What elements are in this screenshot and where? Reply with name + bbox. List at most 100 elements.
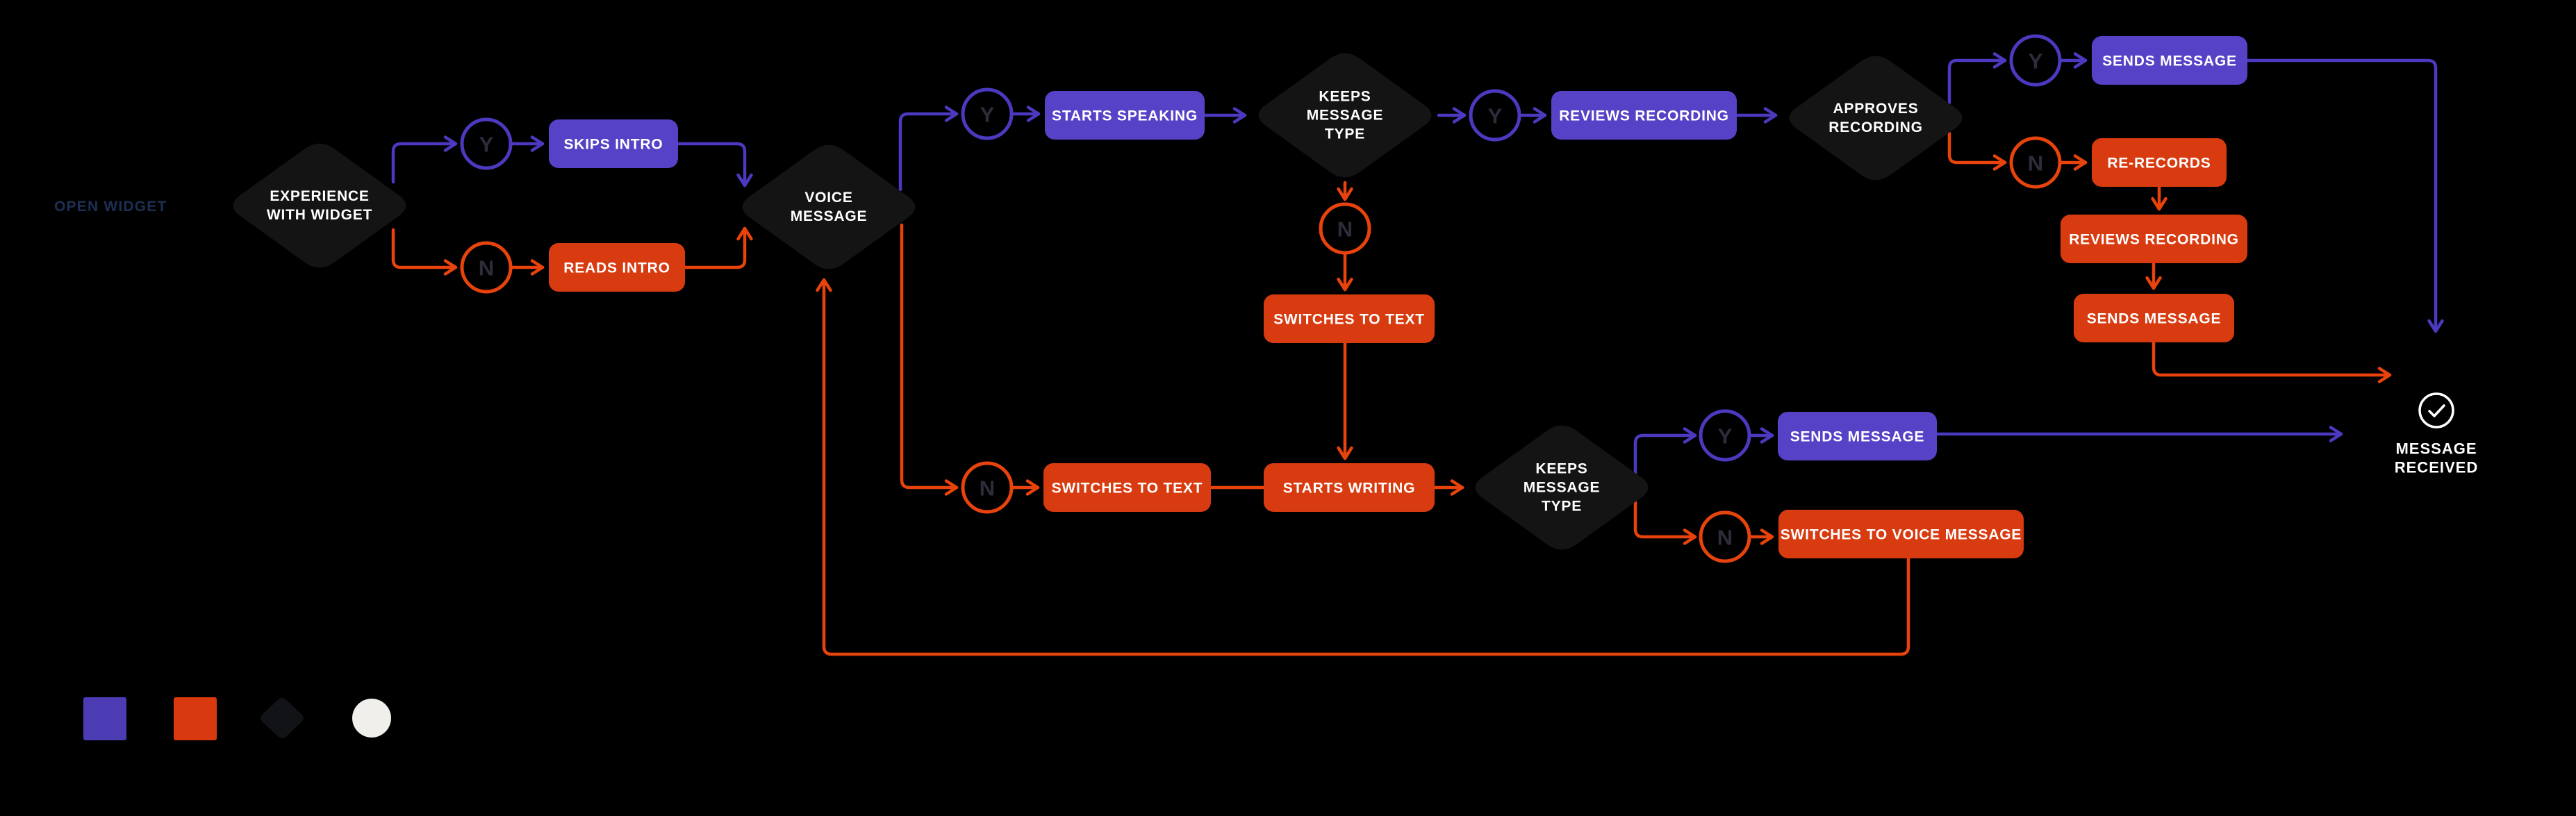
edge-n-to-re-records (2058, 154, 2088, 171)
starts-writing-box: STARTS WRITING (1264, 463, 1435, 512)
diamond-label: APPROVES (1833, 101, 1918, 117)
edge-re-records-to-reviews (2151, 185, 2168, 211)
box-label: SENDS MESSAGE (2102, 53, 2237, 69)
decision-letter: Y (2029, 49, 2043, 74)
end-label: RECEIVED (2395, 459, 2478, 476)
arrowhead-icon (944, 106, 959, 122)
legend-orange-square (174, 697, 217, 740)
decision-letter: Y (1718, 424, 1733, 449)
diamond-label: WITH WIDGET (267, 207, 372, 223)
decision-circle-shape (460, 241, 513, 294)
decision-letter: Y (980, 103, 995, 127)
arrowhead-icon (2377, 367, 2392, 383)
reviews-recording-orange-box: REVIEWS RECORDING (2061, 215, 2247, 263)
arrowhead-icon (2073, 52, 2088, 69)
arrowhead-icon (2329, 426, 2343, 442)
edge-skips-intro-to-voice (676, 142, 753, 188)
arrowhead-icon (1683, 427, 1697, 444)
box-label: SWITCHES TO VOICE MESSAGE (1781, 527, 2022, 543)
y-skips-intro-circle: Y (460, 117, 513, 170)
box-label: SWITCHES TO TEXT (1273, 312, 1425, 328)
switches-to-text-mid-box: SWITCHES TO TEXT (1264, 294, 1435, 343)
decision-circle-shape (2009, 34, 2062, 87)
arrowhead-icon (1337, 446, 1353, 460)
box-label: SENDS MESSAGE (1790, 429, 1925, 445)
arrowhead-icon (2427, 319, 2444, 333)
decision-circle-shape (1699, 510, 1751, 563)
box-shape (1778, 412, 1937, 460)
arrowhead-icon (1450, 479, 1464, 496)
box-label: SWITCHES TO TEXT (1052, 481, 1203, 497)
decision-circle-shape (460, 117, 513, 170)
edge-approves-to-y (1947, 52, 2007, 105)
diamond-label: KEEPS (1535, 461, 1587, 477)
box-shape (2092, 36, 2247, 85)
decision-letter: Y (1488, 104, 1503, 128)
diamond-label: VOICE (804, 190, 852, 206)
edge-experience-to-n (391, 228, 458, 276)
edge-y-to-reviews-recording (1517, 107, 1547, 124)
diamond-label: RECORDING (1828, 119, 1923, 135)
experience-with-widget-diamond: EXPERIENCE WITH WIDGET (233, 143, 406, 268)
diamond-shape (742, 144, 916, 269)
y-starts-speaking-circle: Y (961, 88, 1014, 140)
n-switches-to-text-circle: N (1319, 202, 1371, 255)
arrowhead-icon (736, 226, 753, 241)
arrowhead-icon (1683, 528, 1697, 545)
arrowhead-icon (1763, 107, 1778, 124)
decision-letter: N (2028, 151, 2043, 176)
edge-keeps-to-n-below (1337, 181, 1353, 201)
decision-circle-shape (961, 461, 1014, 514)
box-shape (1264, 294, 1435, 343)
box-shape (2074, 294, 2234, 342)
y-sends-message-bottom-circle: Y (1699, 409, 1751, 462)
reviews-recording-box: REVIEWS RECORDING (1551, 91, 1737, 140)
arrowhead-icon (1337, 187, 1353, 201)
diamond-label: TYPE (1325, 126, 1365, 142)
arrowhead-icon (1026, 106, 1041, 122)
box-shape (1551, 91, 1737, 140)
decision-circle-shape (961, 88, 1014, 140)
arrowhead-icon (1025, 479, 1040, 496)
skips-intro-box: SKIPS INTRO (549, 119, 678, 168)
edge-n-to-switches-voice (1747, 528, 1774, 545)
box-shape (1778, 510, 2024, 558)
box-label: STARTS SPEAKING (1052, 108, 1198, 124)
arrowhead-icon (736, 173, 753, 188)
edge-y-to-skips-intro (509, 135, 545, 152)
edge-sends-top-to-received (2245, 58, 2444, 333)
edge-keeps-bottom-to-n (1633, 500, 1697, 545)
arrowhead-icon (443, 135, 458, 152)
edge-sends-bottom-to-received (1935, 426, 2343, 442)
edge-reviews-to-approves (1735, 107, 1778, 124)
diamond-shape (1789, 56, 1963, 181)
edge-n-to-reads-intro (509, 259, 545, 276)
decision-letter: N (479, 256, 494, 281)
diamond-shape (1475, 425, 1649, 550)
edge-n-to-switches-bottom (1009, 479, 1040, 496)
open-widget-label: OPEN WIDGET (54, 199, 167, 215)
sends-message-orange-box: SENDS MESSAGE (2074, 294, 2234, 342)
arrowhead-icon (2151, 197, 2168, 211)
legend-circle (352, 699, 391, 738)
edge-approves-to-n (1947, 131, 2007, 171)
edge-reads-intro-to-voice (683, 226, 753, 269)
y-sends-message-top-circle: Y (2009, 34, 2062, 87)
arrowhead-icon (944, 479, 959, 496)
diamond-label: MESSAGE (791, 208, 868, 224)
decision-circle-shape (1699, 409, 1751, 462)
decision-circle-shape (2009, 136, 2062, 189)
arrowhead-icon (1337, 277, 1353, 292)
edge-voice-to-y (898, 106, 959, 192)
starts-speaking-box: STARTS SPEAKING (1045, 91, 1205, 140)
sends-message-top-box: SENDS MESSAGE (2092, 36, 2247, 85)
box-label: REVIEWS RECORDING (1559, 108, 1729, 124)
diamond-label: EXPERIENCE (270, 188, 369, 204)
box-label: SENDS MESSAGE (2087, 311, 2222, 327)
box-shape (2061, 215, 2247, 263)
n-reads-intro-circle: N (460, 241, 513, 294)
box-label: SKIPS INTRO (564, 137, 663, 153)
